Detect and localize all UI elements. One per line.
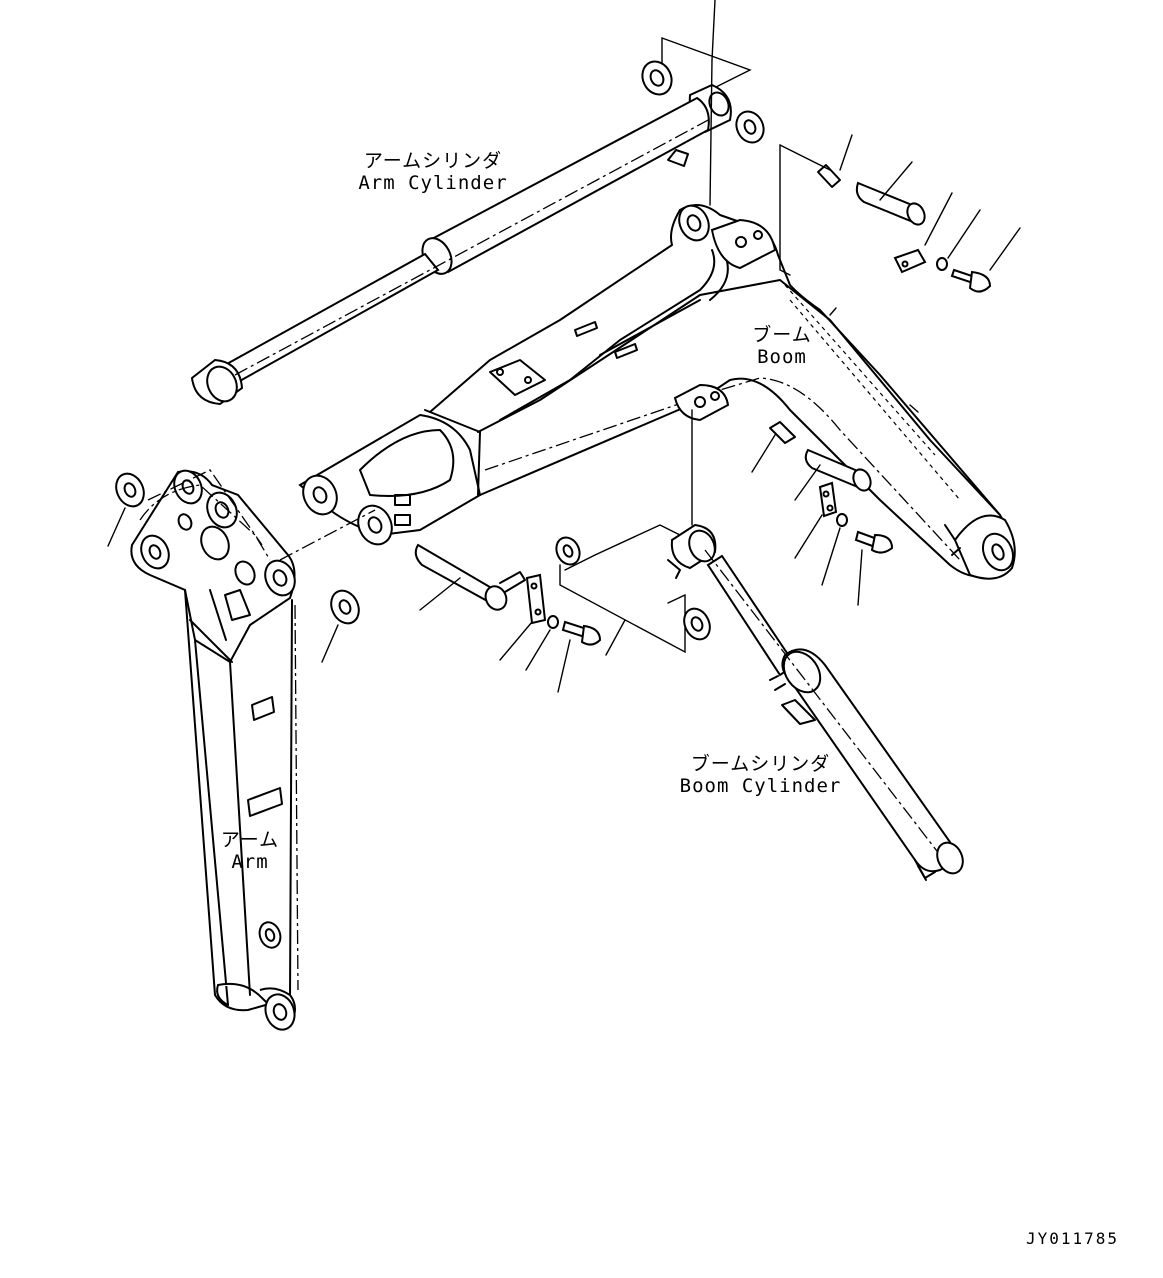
boom-cylinder-head-pin-set xyxy=(752,422,892,605)
boom-label-jp: ブーム xyxy=(752,324,812,346)
arm-label: アーム Arm xyxy=(210,829,290,873)
boom-label-en: Boom xyxy=(757,346,807,368)
arm-cylinder-label-en: Arm Cylinder xyxy=(358,172,508,194)
boom-label: ブーム Boom xyxy=(742,324,822,368)
boom-foot-pin-set xyxy=(416,545,600,692)
arm-cylinder xyxy=(192,0,769,406)
boom-cylinder-label: ブームシリンダ Boom Cylinder xyxy=(668,753,853,797)
boom-cylinder-label-en: Boom Cylinder xyxy=(679,775,842,797)
arm-label-jp: アーム xyxy=(220,829,280,851)
arm-label-en: Arm xyxy=(231,851,269,873)
document-id: JY011785 xyxy=(1025,1229,1119,1248)
boom-cylinder xyxy=(552,410,968,880)
boom-body xyxy=(297,60,1019,579)
arm-cylinder-label-jp: アームシリンダ xyxy=(363,150,503,172)
arm-body xyxy=(108,466,375,1034)
boom-cylinder-label-jp: ブームシリンダ xyxy=(690,753,831,775)
arm-cylinder-label: アームシリンダ Arm Cylinder xyxy=(348,150,518,194)
arm-cylinder-head-pin-set xyxy=(780,135,1020,292)
